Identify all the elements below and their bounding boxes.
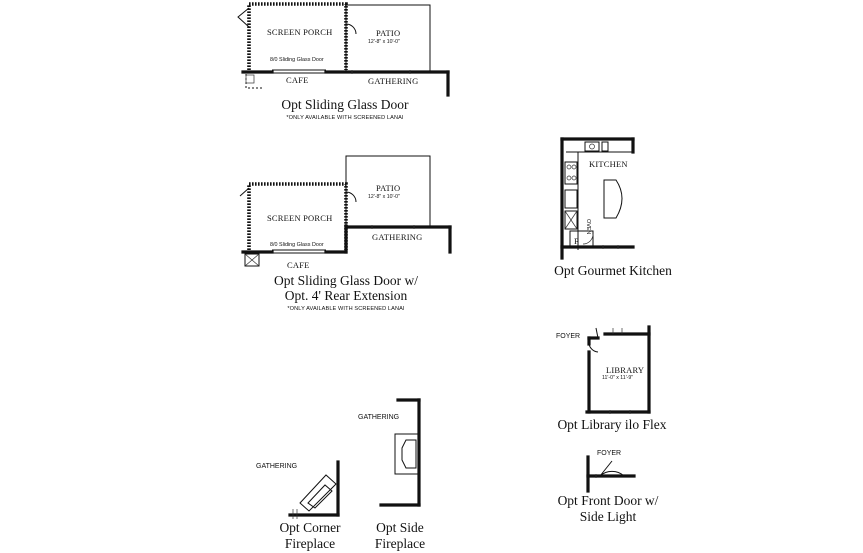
opt-side-fireplace-caption-line1: Opt Side <box>376 520 424 535</box>
foyer-label: FOYER <box>556 333 580 340</box>
burner <box>566 175 572 181</box>
cafe-label: CAFE <box>287 260 310 270</box>
opt-front-door-caption-line2: Side Light <box>580 509 637 524</box>
library-dimension: 11'-0" x 11'-9" <box>602 375 633 381</box>
cafe-label: CAFE <box>286 75 309 85</box>
cooktop-icon <box>564 161 578 185</box>
opt-sliding-glass-door-extension-plan: SCREEN PORCH PATIO 12'-8" x 10'-0" 8/0 S… <box>239 155 452 270</box>
pantry-label: P <box>574 236 579 246</box>
patio-dimension: 12'-8" x 10'-0" <box>368 194 400 200</box>
gathering-label: GATHERING <box>358 414 399 421</box>
corner-fireplace-box <box>307 484 333 509</box>
cafe-box-x <box>244 253 260 267</box>
patio-dimension: 12'-8" x 10'-0" <box>368 39 400 45</box>
gathering-label: GATHERING <box>368 76 418 86</box>
burner <box>571 175 577 181</box>
foyer-label: FOYER <box>597 450 621 457</box>
opt-corner-fireplace-caption-line2: Fireplace <box>285 536 335 551</box>
gathering-label: GATHERING <box>372 232 422 242</box>
sink-icon <box>584 141 600 152</box>
pantry-door-swing <box>582 233 594 245</box>
library-door-swing <box>588 327 599 353</box>
screen-porch-label: SCREEN PORCH <box>267 213 332 223</box>
screened-lanai-note: *ONLY AVAILABLE WITH SCREENED LANAI <box>287 306 405 312</box>
kitchen-island <box>603 179 623 219</box>
porch-door-swing <box>237 7 250 28</box>
opt-gourmet-kitchen-caption: Opt Gourmet Kitchen <box>554 263 672 278</box>
opt-side-fireplace-caption-line2: Fireplace <box>375 536 425 551</box>
opt-library-caption: Opt Library ilo Flex <box>557 417 666 432</box>
opt-front-door-plan: FOYER <box>586 450 636 493</box>
library-label: LIBRARY <box>606 365 644 375</box>
porch-door-swing <box>239 187 250 197</box>
patio-door-swing <box>345 23 357 35</box>
oven-icon <box>564 189 578 209</box>
opt-sliding-glass-door-caption: Opt Sliding Glass Door <box>281 97 409 112</box>
door-note: 8/0 Sliding Glass Door <box>270 242 324 248</box>
opt-front-door-caption-line1: Opt Front Door w/ <box>558 493 659 508</box>
cafe-box <box>245 74 255 84</box>
opt-corner-fireplace-caption-line1: Opt Corner <box>279 520 341 535</box>
dishwasher-icon <box>601 141 609 152</box>
fridge-icon <box>564 210 578 230</box>
front-door-swing <box>599 460 625 477</box>
cafe-box <box>244 253 260 267</box>
corner-fireplace-hearth <box>299 474 337 512</box>
sink-basin <box>589 143 595 150</box>
opt-sliding-glass-door-ext-caption-line1: Opt Sliding Glass Door w/ <box>274 273 418 288</box>
side-fireplace-box <box>401 439 417 469</box>
appliance-label: OVEN <box>585 219 591 234</box>
opt-side-fireplace-plan: GATHERING <box>358 398 421 507</box>
burner <box>566 164 572 170</box>
opt-sliding-glass-door-ext-caption-line2: Opt. 4' Rear Extension <box>285 288 408 303</box>
fridge-x <box>564 210 578 230</box>
patio-label: PATIO <box>376 28 400 38</box>
burner <box>571 164 577 170</box>
opt-corner-fireplace-plan: GATHERING <box>256 460 340 519</box>
screened-lanai-note: *ONLY AVAILABLE WITH SCREENED LANAI <box>286 115 404 121</box>
opt-sliding-glass-door-plan: SCREEN PORCH PATIO 12'-8" x 10'-0" 8/0 S… <box>237 2 450 97</box>
opt-library-plan: FOYER LIBRARY 11'-0" x 11'-9" <box>556 325 651 414</box>
patio-outline <box>345 4 431 72</box>
kitchen-label: KITCHEN <box>589 159 628 169</box>
patio-label: PATIO <box>376 183 400 193</box>
gathering-label: GATHERING <box>256 463 297 470</box>
opt-gourmet-kitchen-plan: OVEN KITCHEN P <box>560 137 635 260</box>
door-note: 8/0 Sliding Glass Door <box>270 57 324 63</box>
side-fireplace-hearth <box>394 433 420 475</box>
screen-porch-label: SCREEN PORCH <box>267 27 332 37</box>
patio-door-swing <box>345 191 357 203</box>
